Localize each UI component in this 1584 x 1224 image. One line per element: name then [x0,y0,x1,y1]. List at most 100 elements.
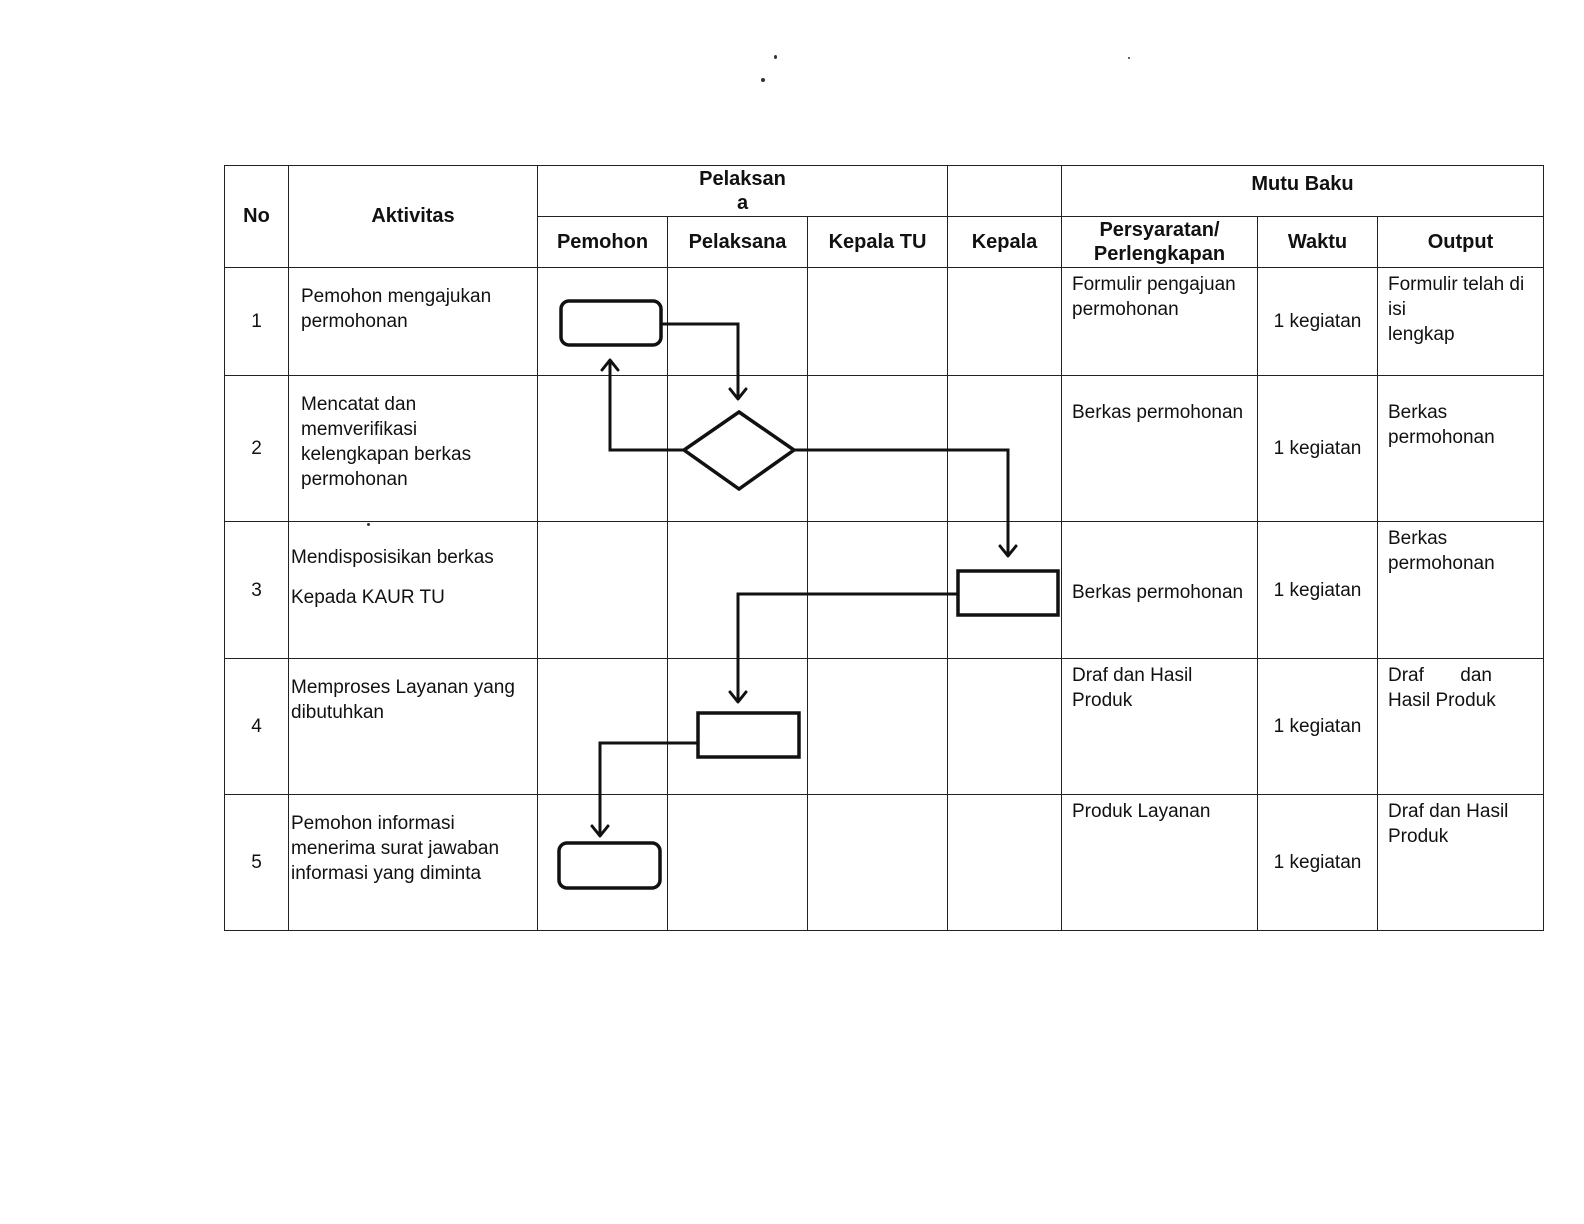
lane-cell-kepala [947,658,1062,795]
table-row: 1 Pemohon mengajukan permohonan Formulir… [224,267,1544,376]
time-cell: 1 kegiatan [1257,521,1378,659]
activity-line: permohonan [301,469,408,490]
lane-cell-kepala [947,521,1062,659]
requirement-line: Draf dan Hasil Produk [1072,665,1193,711]
activity-line: Memproses Layanan yang [291,677,515,698]
lane-cell-pelaksana [667,521,808,659]
output-cell: Berkas permohonan [1377,375,1544,522]
scan-speck [1128,57,1130,59]
row-number: 5 [224,794,289,931]
output-line: permohonan [1388,427,1495,448]
output-line: Berkas [1388,528,1448,549]
lane-cell-kepala-tu [807,267,948,376]
row-number: 1 [224,267,289,376]
lane-cell-pelaksana [667,267,808,376]
header-persyaratan: Persyaratan/ Perlengkapan [1061,216,1258,268]
activity-line: menerima surat jawaban [291,838,500,859]
header-persyaratan-line1: Persyaratan/ [1099,219,1220,241]
activity-line: Mencatat dan [301,394,417,415]
activity-line: kelengkapan berkas [301,444,472,465]
header-no: No [224,165,289,268]
header-pelaksana-group-line2: a [736,192,749,214]
output-line: permohonan [1388,553,1495,574]
activity-line: Pemohon mengajukan [301,286,492,307]
activity-line: Kepada KAUR TU [291,587,445,608]
output-spread-line: Draf dan [1388,663,1492,688]
requirement-cell: Formulir pengajuan permohonan [1061,267,1258,376]
header-pelaksana-group: Pelaksan a [537,165,948,217]
activity-line: dibutuhkan [291,702,384,723]
lane-cell-kepala [947,794,1062,931]
row-number: 3 [224,521,289,659]
header-mutu-baku: Mutu Baku [1061,165,1544,217]
output-cell: Berkas permohonan [1377,521,1544,659]
output-line: Produk [1388,826,1449,847]
activity-line: Pemohon informasi [291,813,455,834]
activity-line: informasi yang diminta [291,863,482,884]
row-number: 2 [224,375,289,522]
requirement-line: Produk Layanan [1072,801,1211,822]
lane-cell-pemohon [537,794,668,931]
lane-cell-kepala-tu [807,794,948,931]
requirement-cell: Draf dan Hasil Produk [1061,658,1258,795]
output-line: Draf dan Hasil [1388,801,1509,822]
header-blank [947,165,1062,217]
lane-cell-pemohon [537,521,668,659]
activity-line: memverifikasi [301,419,418,440]
requirement-cell: Berkas permohonan [1061,521,1258,659]
sop-table: No Aktivitas Pelaksan a Mutu Baku Pemoho… [224,165,1544,931]
lane-cell-kepala-tu [807,521,948,659]
output-cell: Formulir telah di isi lengkap [1377,267,1544,376]
table-row: 3 Mendisposisikan berkas Kepada KAUR TU … [224,521,1544,659]
header-output: Output [1377,216,1544,268]
activity-line: Mendisposisikan berkas [291,547,494,568]
output-cell: Draf dan Hasil Produk [1377,794,1544,931]
activity-cell: Pemohon informasi menerima surat jawaban… [288,794,538,931]
requirement-line: Berkas permohonan [1072,581,1244,603]
time-cell: 1 kegiatan [1257,267,1378,376]
activity-cell: Pemohon mengajukan permohonan [288,267,538,376]
table-row: 2 Mencatat dan memverifikasi kelengkapan… [224,375,1544,522]
lane-cell-pemohon [537,267,668,376]
output-line: Berkas [1388,402,1448,423]
time-cell: 1 kegiatan [1257,794,1378,931]
scan-speck [367,523,370,526]
header-pelaksana: Pelaksana [667,216,808,268]
lane-cell-kepala [947,375,1062,522]
output-line: Formulir telah di isi [1388,274,1525,320]
scan-speck [761,78,765,82]
lane-cell-pemohon [537,658,668,795]
output-line: Hasil Produk [1388,690,1496,711]
header-kepala: Kepala [947,216,1062,268]
output-cell: Draf dan Hasil Produk [1377,658,1544,795]
header-aktivitas: Aktivitas [288,165,538,268]
activity-cell: Mendisposisikan berkas Kepada KAUR TU [288,521,538,659]
lane-cell-pelaksana [667,375,808,522]
table-row: 5 Pemohon informasi menerima surat jawab… [224,794,1544,931]
requirement-cell: Berkas permohonan [1061,375,1258,522]
table-row: 4 Memproses Layanan yang dibutuhkan Draf… [224,658,1544,795]
lane-cell-kepala [947,267,1062,376]
lane-cell-kepala-tu [807,375,948,522]
requirement-line: permohonan [1072,299,1179,320]
lane-cell-pelaksana [667,658,808,795]
activity-cell: Mencatat dan memverifikasi kelengkapan b… [288,375,538,522]
output-line: lengkap [1388,324,1455,345]
header-waktu: Waktu [1257,216,1378,268]
lane-cell-kepala-tu [807,658,948,795]
scan-speck [774,55,777,59]
row-number: 4 [224,658,289,795]
header-kepala-tu: Kepala TU [807,216,948,268]
lane-cell-pelaksana [667,794,808,931]
activity-line: permohonan [301,311,408,332]
header-pemohon: Pemohon [537,216,668,268]
header-pelaksana-group-line1: Pelaksan [699,168,786,190]
output-word: dan [1460,665,1492,686]
requirement-cell: Produk Layanan [1061,794,1258,931]
activity-cell: Memproses Layanan yang dibutuhkan [288,658,538,795]
time-cell: 1 kegiatan [1257,658,1378,795]
output-word: Draf [1388,665,1424,686]
requirement-line: Formulir pengajuan [1072,274,1236,295]
lane-cell-pemohon [537,375,668,522]
header-persyaratan-line2: Perlengkapan [1093,243,1226,265]
